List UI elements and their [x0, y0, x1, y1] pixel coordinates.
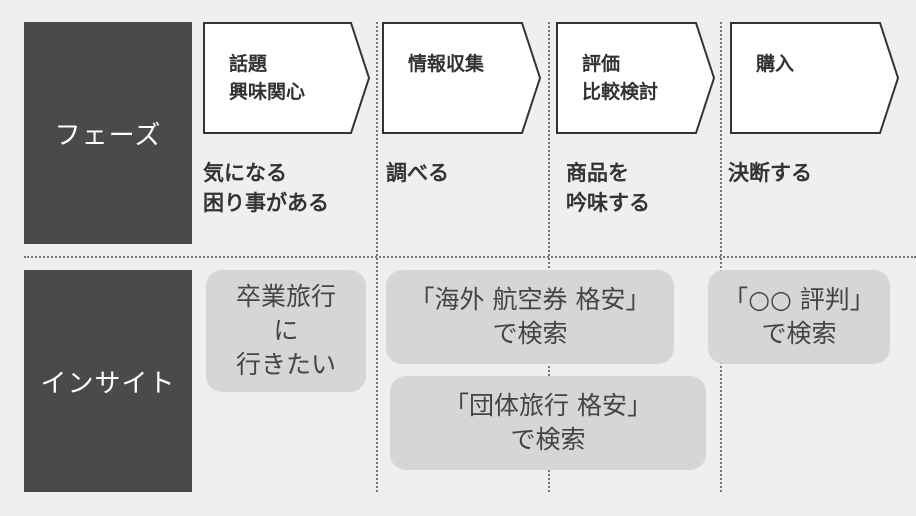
arrow-shape: [382, 22, 542, 134]
insight-row-label: インサイト: [24, 270, 192, 492]
column-divider-3: [720, 22, 722, 492]
insight-bubble-overseas-flight: 「海外 航空券 格安」 で検索: [386, 270, 674, 364]
arrow-shape: [730, 22, 900, 134]
phase-arrow-research: 情報収集: [382, 22, 542, 134]
arrow-shape: [556, 22, 716, 134]
column-divider-2: [548, 22, 550, 492]
phase-title: 情報収集: [408, 53, 485, 75]
phase-desc-evaluate: 商品を 吟味する: [566, 161, 650, 215]
insight-bubble-graduation-trip: 卒業旅行 に 行きたい: [206, 270, 366, 392]
arrow-shape: [203, 22, 371, 134]
phase-title: 話題 興味関心: [229, 53, 306, 103]
column-divider-1: [376, 22, 378, 492]
phase-arrow-evaluate: 評価 比較検討: [556, 22, 716, 134]
row-divider: [24, 256, 916, 258]
insight-bubble-group-tour: 「団体旅行 格安」 で検索: [390, 376, 706, 470]
phase-row-label-text: フェーズ: [54, 120, 162, 151]
insight-row-label-text: インサイト: [40, 368, 176, 399]
phase-title: 評価 比較検討: [582, 53, 659, 103]
phase-desc-interest: 気になる 困り事がある: [203, 161, 329, 215]
phase-arrow-interest: 話題 興味関心: [203, 22, 371, 134]
phase-row-label: フェーズ: [24, 22, 192, 244]
insight-bubble-reviews: 「○○ 評判」 で検索: [708, 270, 890, 364]
phase-desc-purchase: 決断する: [728, 161, 812, 185]
phase-title: 購入: [756, 53, 795, 75]
phase-arrow-purchase: 購入: [730, 22, 900, 134]
phase-desc-research: 調べる: [386, 161, 449, 185]
